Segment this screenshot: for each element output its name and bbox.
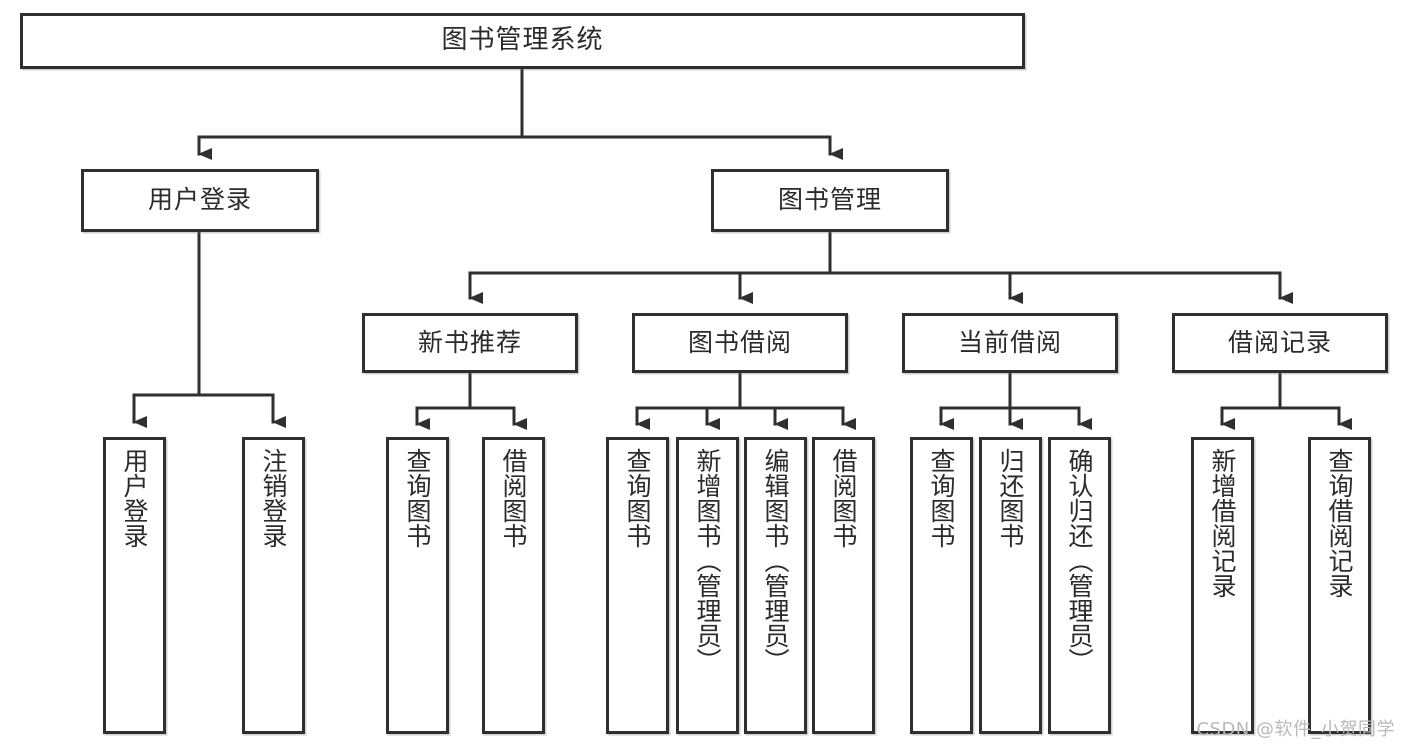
node-book-borrow[interactable]: 图书借阅 [632, 313, 848, 373]
node-label: 用户登录 [147, 185, 252, 214]
node-label: 确认归还（管理员） [1065, 448, 1094, 673]
node-leaf-confirm-return-admin[interactable]: 确认归还（管理员） [1048, 437, 1111, 734]
node-leaf-add-book-admin[interactable]: 新增图书（管理员） [676, 437, 739, 734]
node-borrow-record[interactable]: 借阅记录 [1172, 313, 1388, 373]
node-root-book-management-system[interactable]: 图书管理系统 [20, 13, 1025, 69]
node-label: 编辑图书（管理员） [761, 448, 790, 673]
node-leaf-borrow-book-2[interactable]: 借阅图书 [812, 437, 875, 734]
node-label: 借阅图书 [499, 448, 528, 548]
node-new-book-recommend[interactable]: 新书推荐 [362, 313, 578, 373]
node-leaf-query-book-1[interactable]: 查询图书 [386, 437, 449, 734]
node-label: 图书管理系统 [441, 25, 604, 55]
node-leaf-query-book-2[interactable]: 查询图书 [606, 437, 669, 734]
node-book-manage[interactable]: 图书管理 [711, 169, 949, 232]
node-label: 图书借阅 [687, 327, 792, 357]
node-label: 注销登录 [259, 448, 288, 548]
node-leaf-borrow-book-1[interactable]: 借阅图书 [482, 437, 545, 734]
node-leaf-edit-book-admin[interactable]: 编辑图书（管理员） [744, 437, 807, 734]
node-label: 归还图书 [996, 448, 1025, 548]
node-current-borrow[interactable]: 当前借阅 [902, 313, 1118, 373]
node-label: 当前借阅 [957, 327, 1062, 357]
node-label: 新增借阅记录 [1208, 448, 1237, 598]
node-label: 查询图书 [927, 448, 956, 548]
node-label: 查询借阅记录 [1325, 448, 1354, 598]
node-label: 借阅图书 [829, 448, 858, 548]
node-label: 新书推荐 [417, 327, 522, 357]
node-label: 新增图书（管理员） [693, 448, 722, 673]
node-user-login[interactable]: 用户登录 [81, 169, 319, 232]
node-leaf-query-borrow-record[interactable]: 查询借阅记录 [1308, 437, 1371, 734]
csdn-watermark: CSDN @软件_小贺同学 [1196, 719, 1395, 740]
node-leaf-add-borrow-record[interactable]: 新增借阅记录 [1191, 437, 1254, 734]
node-leaf-logout-login[interactable]: 注销登录 [242, 437, 305, 734]
node-label: 查询图书 [623, 448, 652, 548]
node-label: 查询图书 [403, 448, 432, 548]
node-label: 图书管理 [777, 185, 882, 214]
node-label: 用户登录 [120, 448, 149, 548]
node-label: 借阅记录 [1227, 327, 1332, 357]
node-leaf-user-login[interactable]: 用户登录 [103, 437, 166, 734]
node-leaf-query-book-3[interactable]: 查询图书 [910, 437, 973, 734]
node-leaf-return-book[interactable]: 归还图书 [979, 437, 1042, 734]
